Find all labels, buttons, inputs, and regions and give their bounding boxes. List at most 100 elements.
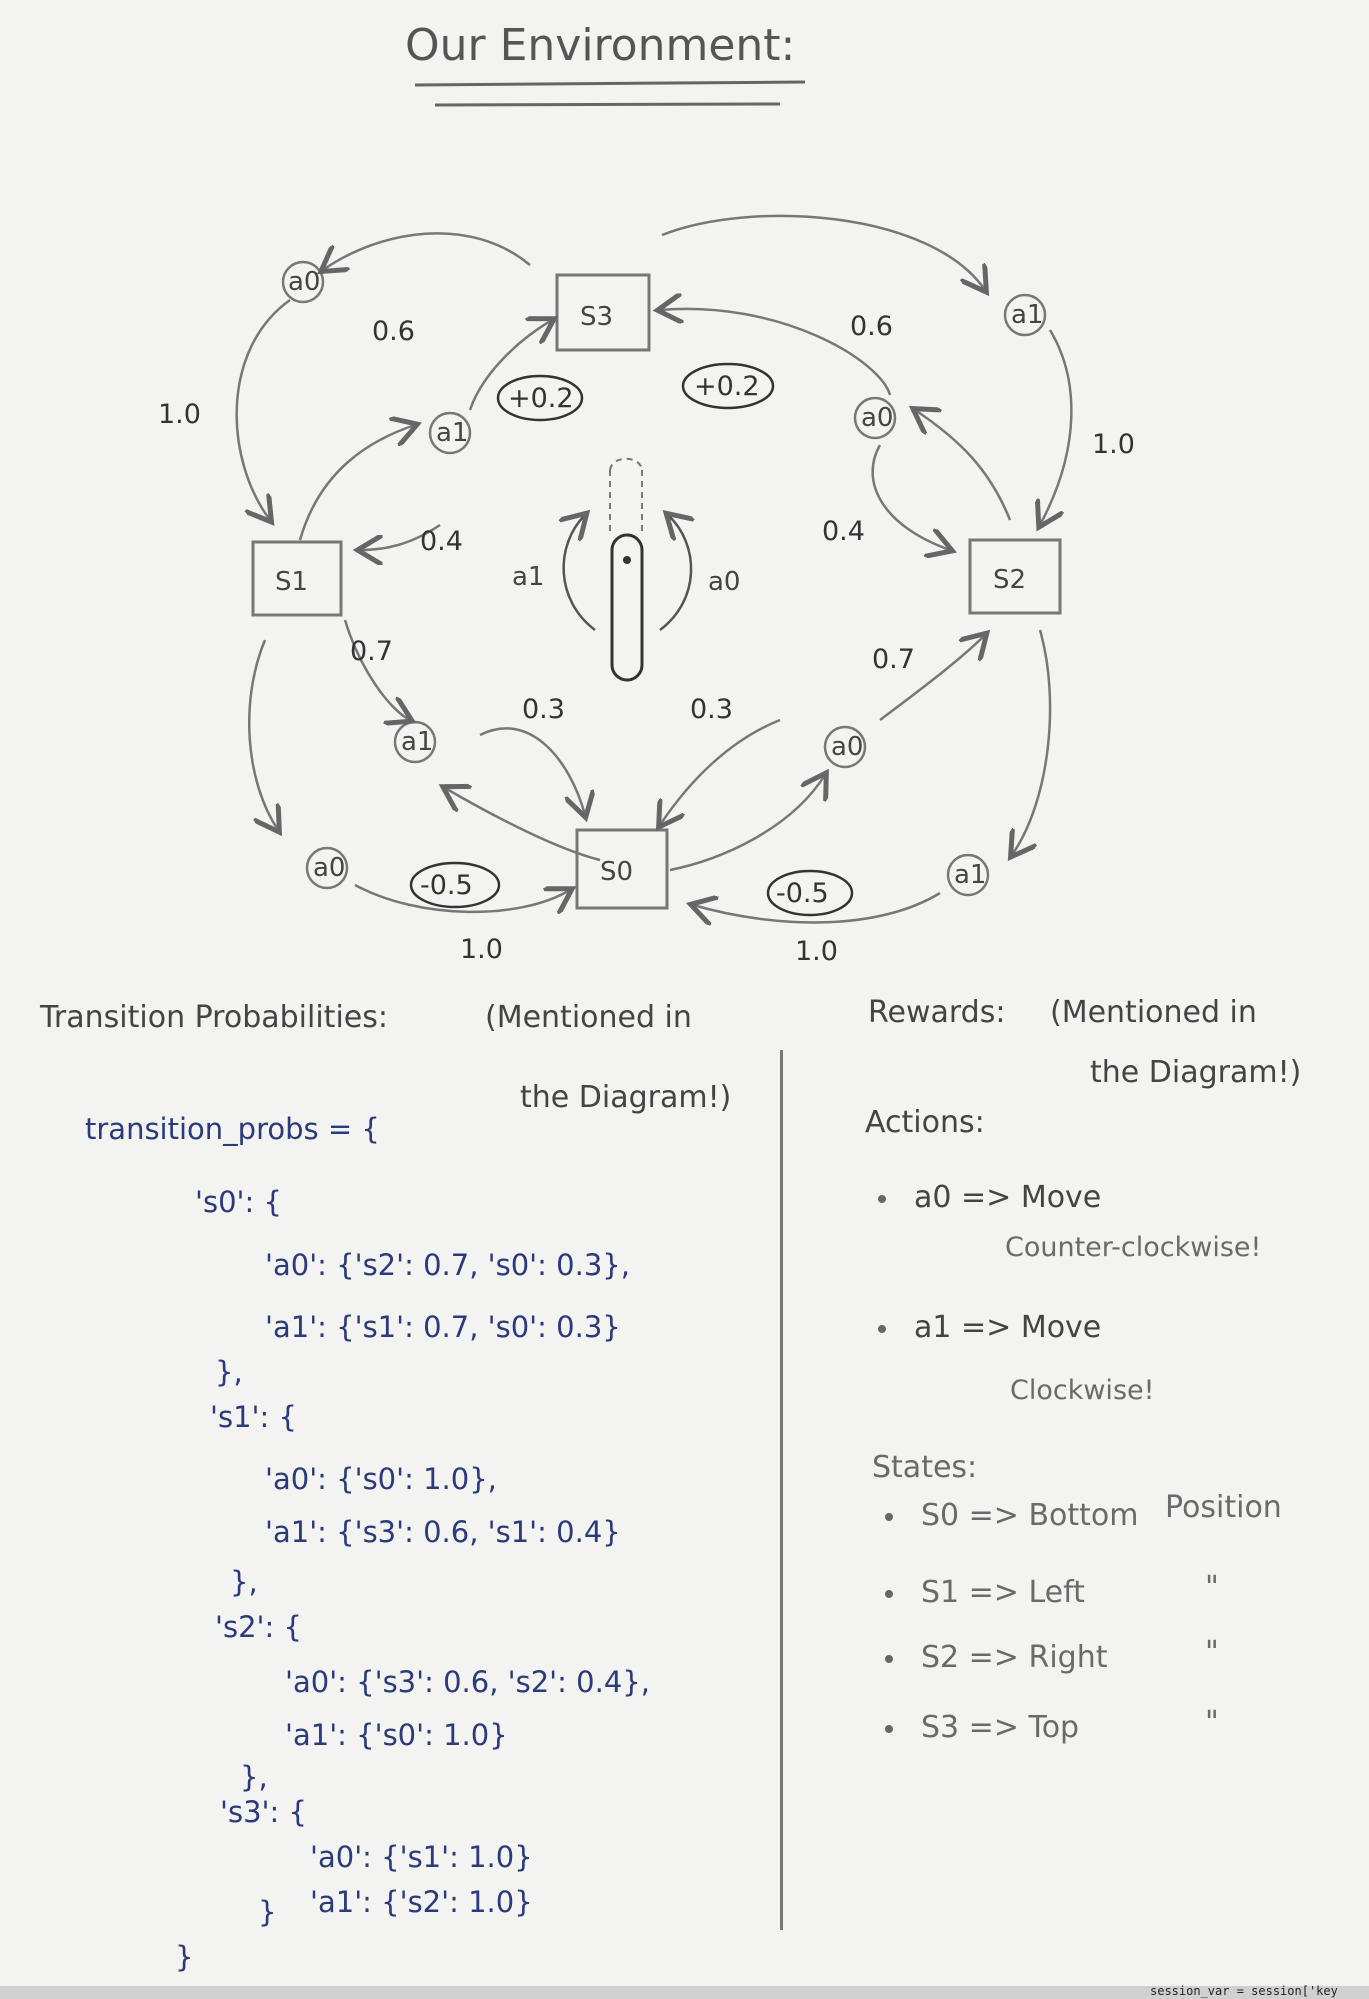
state-s1-box: S1 [251,540,343,617]
state-item-0: S0 => Bottom [885,1498,1139,1533]
state-item-2-desc: " [1205,1635,1219,1670]
transition-note-line2: the Diagram!) [520,1080,732,1115]
pendulum-label-left: a1 [512,562,544,592]
bullet-icon [878,1324,886,1333]
svg-text:-0.5: -0.5 [420,870,473,901]
transition-note-line1: (Mentioned in [485,1000,692,1035]
state-item-3: S3 => Top [885,1710,1079,1745]
svg-text:a0: a0 [288,267,320,297]
svg-text:S3: S3 [580,302,613,332]
svg-text:a1: a1 [1011,300,1043,330]
svg-text:-0.5: -0.5 [776,878,829,909]
bullet-icon [885,1654,893,1663]
page-title: Our Environment: [405,20,795,71]
action-item-1-desc: Clockwise! [1010,1375,1155,1406]
bottom-strip-text: session_var = session['key [1150,1984,1338,1998]
environment-diagram: Our Environment: S3 S1 S2 S0 a0 a1 [158,20,1135,967]
prob-bottom-right: 0.3 [690,694,733,725]
action-a0-upperright: a0 [853,396,897,440]
svg-text:S0: S0 [600,857,633,887]
prob-top-right: 0.6 [850,311,893,342]
title-underline-2 [434,102,781,107]
prob-base-right: 1.0 [795,936,838,967]
reward-oval-bottom-left: -0.5 [409,861,501,909]
svg-text:+0.2: +0.2 [508,383,574,414]
prob-top-left: 0.6 [372,316,415,347]
reward-oval-top-right: +0.2 [681,362,775,410]
transition-arrows [235,214,1073,923]
svg-text:a1: a1 [436,418,468,448]
action-a0-lowerright: a0 [823,725,867,769]
rewards-note-line1: (Mentioned in [1050,995,1257,1030]
reward-oval-top-left: +0.2 [496,374,584,422]
prob-bottom-left: 0.3 [522,694,565,725]
bullet-icon [885,1589,893,1598]
code-line-5: 's1': { [210,1400,297,1434]
svg-text:a0: a0 [313,853,345,883]
action-a1-lowerleft: a1 [393,720,437,764]
prob-mid-right: 0.4 [822,516,865,547]
code-line-12: }, [240,1760,268,1794]
code-line-11: 'a1': {'s0': 1.0} [285,1718,508,1752]
section-divider [780,1050,783,1930]
prob-outer-right: 1.0 [1092,429,1135,460]
action-item-1: a1 => Move [878,1310,1101,1345]
code-line-13: 's3': { [220,1795,307,1829]
states-heading: States: [872,1450,978,1485]
state-s0-box: S0 [575,828,669,910]
action-a0-bottomleft: a0 [305,846,349,890]
code-line-10: 'a0': {'s3': 0.6, 's2': 0.4}, [285,1665,650,1699]
svg-text:S2: S2 [993,565,1026,595]
prob-base-left: 1.0 [460,934,503,965]
code-line-16: } [258,1895,277,1929]
rewards-note-line2: the Diagram!) [1090,1055,1302,1090]
state-s3-box: S3 [555,273,651,352]
prob-low-left: 0.7 [350,636,393,667]
rewards-heading: Rewards: [868,995,1006,1030]
state-s2-box: S2 [968,538,1062,615]
reward-oval-bottom-right: -0.5 [766,869,854,917]
code-line-6: 'a0': {'s0': 1.0}, [265,1462,497,1496]
state-item-3-desc: " [1205,1705,1219,1740]
bullet-icon [885,1512,893,1521]
action-item-0-desc: Counter-clockwise! [1005,1232,1262,1263]
state-item-1-desc: " [1205,1570,1219,1605]
code-line-2: 'a0': {'s2': 0.7, 's0': 0.3}, [265,1248,630,1282]
bullet-icon [885,1724,893,1733]
svg-text:+0.2: +0.2 [694,371,760,402]
action-item-0: a0 => Move [878,1180,1101,1215]
svg-text:S1: S1 [275,567,308,597]
bullet-icon [878,1194,886,1203]
code-line-8: }, [230,1565,258,1599]
code-line-1: 's0': { [195,1185,282,1219]
code-line-17: } [175,1940,194,1974]
action-a1-upperleft: a1 [428,411,472,455]
code-line-9: 's2': { [215,1610,302,1644]
title-underline-1 [414,80,806,87]
state-item-0-desc: Position [1165,1490,1282,1525]
code-line-0: transition_probs = { [85,1112,380,1146]
svg-text:a1: a1 [954,860,986,890]
pendulum-figure: a1 a0 [512,457,740,682]
svg-text:a0: a0 [831,732,863,762]
state-item-2: S2 => Right [885,1640,1107,1675]
transition-heading: Transition Probabilities: [40,1000,388,1035]
prob-outer-left: 1.0 [158,399,201,430]
prob-mid-left: 0.4 [420,526,463,557]
action-a0-topleft: a0 [281,260,325,304]
action-a1-bottomright: a1 [946,853,990,897]
code-line-14: 'a0': {'s1': 1.0} [310,1840,533,1874]
pendulum-label-right: a0 [708,567,740,597]
action-a1-topright: a1 [1003,293,1047,337]
prob-low-right: 0.7 [872,644,915,675]
svg-text:a0: a0 [861,403,893,433]
code-line-3: 'a1': {'s1': 0.7, 's0': 0.3} [265,1310,621,1344]
code-line-7: 'a1': {'s3': 0.6, 's1': 0.4} [265,1515,621,1549]
code-line-15: 'a1': {'s2': 1.0} [310,1885,533,1919]
bottom-strip [0,1986,1369,1999]
state-item-1: S1 => Left [885,1575,1085,1610]
actions-heading: Actions: [865,1105,985,1140]
svg-text:a1: a1 [401,727,433,757]
code-line-4: }, [215,1355,243,1389]
